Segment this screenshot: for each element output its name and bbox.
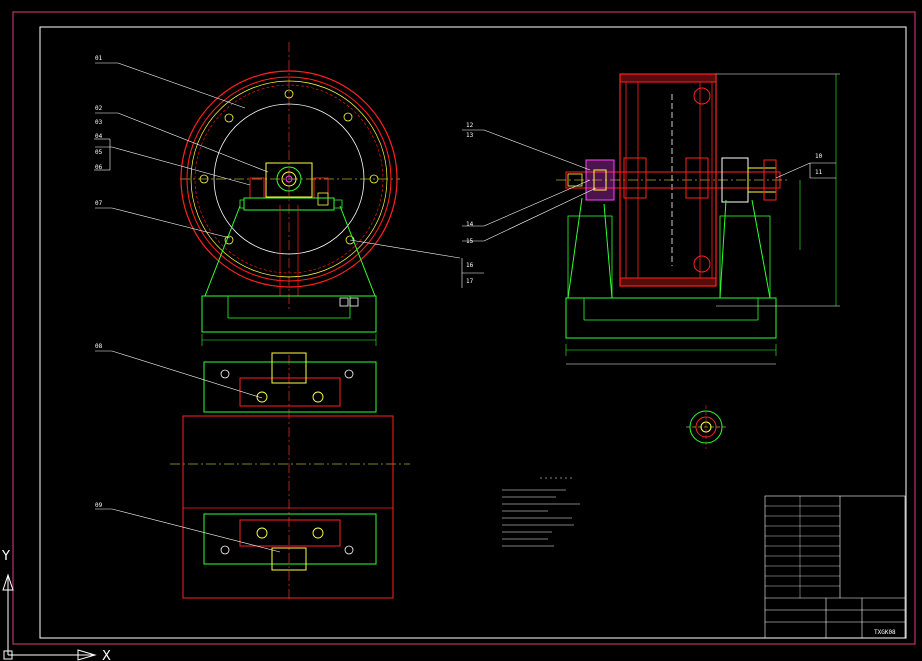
inner-border	[39, 26, 907, 639]
title-block	[764, 495, 906, 639]
callout-08: 08	[95, 343, 103, 350]
front-view	[180, 42, 400, 346]
technical-notes	[502, 477, 580, 547]
outer-border	[12, 11, 916, 645]
callout-14: 14	[466, 221, 474, 228]
callout-09: 09	[95, 502, 103, 509]
callout-12: 12	[466, 122, 474, 129]
ucs-y-label: Y	[1, 549, 10, 564]
callout-02: 02	[95, 105, 103, 112]
callout-17: 17	[466, 278, 474, 285]
top-view	[170, 352, 410, 600]
callout-11: 11	[815, 169, 823, 176]
ucs-icon	[2, 573, 97, 661]
callout-05: 05	[95, 149, 103, 156]
callout-03: 03	[95, 119, 103, 126]
callout-07: 07	[95, 200, 103, 207]
callout-10: 10	[815, 153, 823, 160]
detail-view	[686, 405, 726, 449]
title-block-rows	[765, 496, 840, 598]
callout-06: 06	[95, 164, 103, 171]
callout-16: 16	[466, 262, 474, 269]
callout-04: 04	[95, 133, 103, 140]
drawing-number: TXGK08	[874, 629, 896, 636]
callout-13: 13	[466, 132, 474, 139]
callout-01: 01	[95, 55, 103, 62]
callout-15: 15	[466, 238, 474, 245]
side-view	[556, 73, 840, 365]
ucs-x-label: X	[102, 649, 111, 661]
leader-lines	[94, 62, 836, 553]
